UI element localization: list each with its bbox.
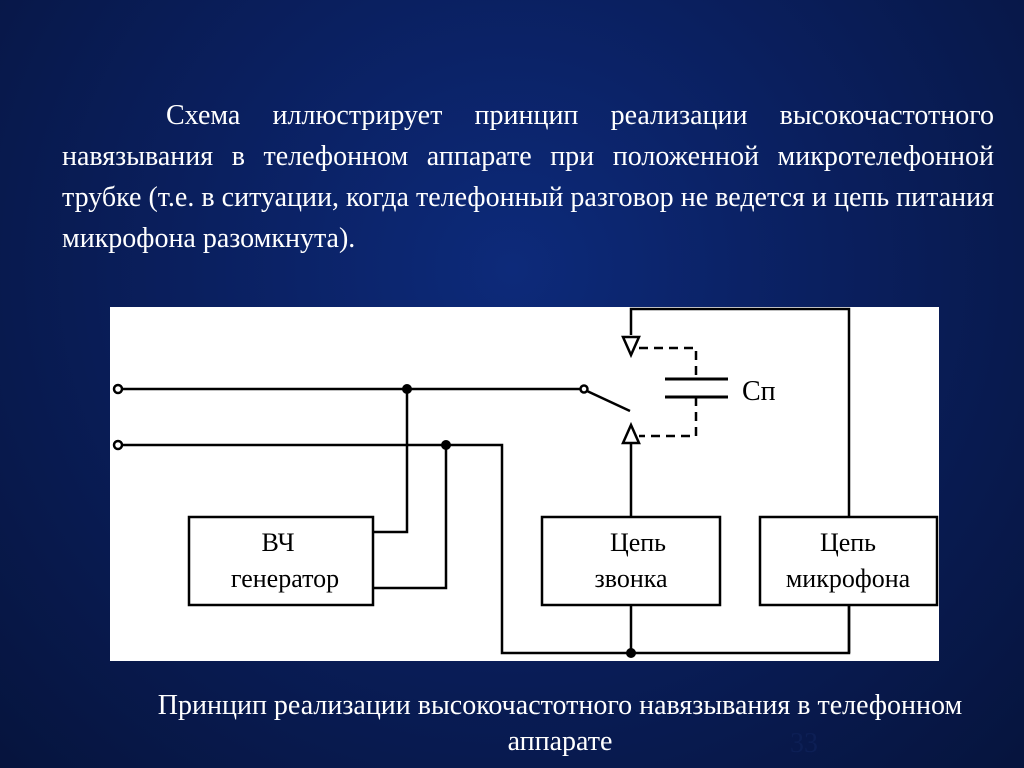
wire-hf-gen-top [373,389,409,534]
junction-dot [441,440,451,450]
contact-lower [621,421,641,445]
hf-generator-block [187,515,375,607]
ringer-circuit-block [540,515,722,607]
hf-generator-label-1: ВЧ [262,528,295,557]
capacitor-dashed-branch [639,346,698,438]
junction-dot [626,648,636,658]
circuit-diagram: Сп ВЧ генератор Цепь звонка Цепь микрофо… [110,307,939,661]
slide-paragraph: Схема иллюстрирует принцип реализации вы… [62,100,994,254]
contact-upper [621,335,641,359]
terminal-top [112,383,124,395]
hf-generator-label-2: генератор [231,564,339,593]
capacitor-label: Сп [742,376,776,407]
microphone-circuit-block [758,515,939,607]
wire-hf-gen-bottom [373,445,448,590]
ringer-circuit-label-2: звонка [594,564,668,593]
switch-blade [586,389,631,413]
terminal-bottom [112,439,124,451]
switch-pivot [579,384,589,394]
slide-caption: Принцип реализации высокочастотного навя… [157,690,963,757]
microphone-circuit-label-2: микрофона [786,564,911,593]
microphone-circuit-label-1: Цепь [820,528,876,557]
ringer-circuit-label-1: Цепь [610,528,666,557]
page-number: 33 [790,728,818,759]
junction-dot [402,384,412,394]
